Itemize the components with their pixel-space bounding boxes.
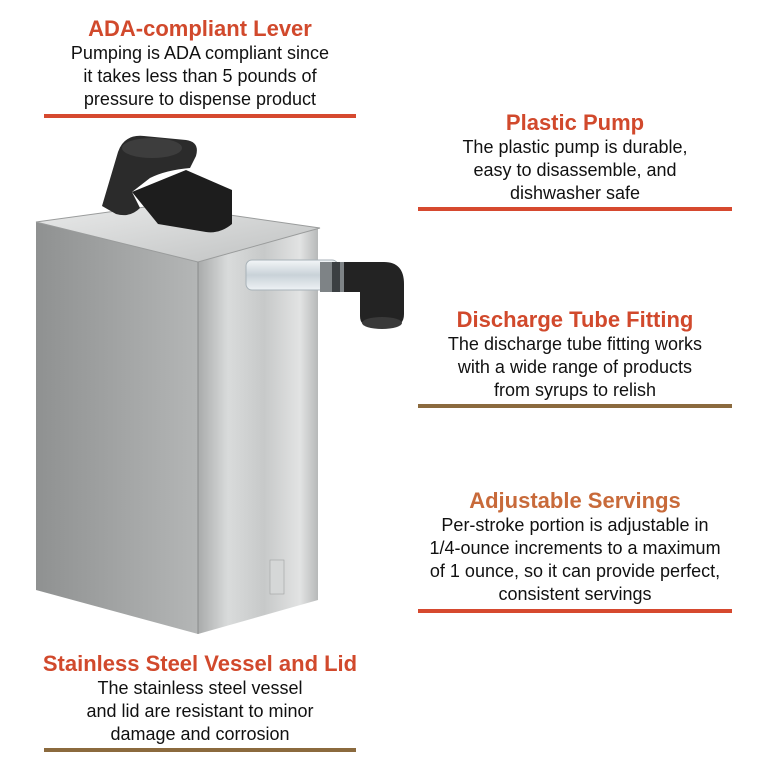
stainless-vessel — [35, 204, 321, 634]
feature-vessel-title: Stainless Steel Vessel and Lid — [42, 651, 358, 676]
feature-servings-description: Per-stroke portion is adjustable in 1/4-… — [429, 515, 721, 604]
feature-servings-rule — [418, 609, 732, 613]
feature-lever-description: Pumping is ADA compliant since it takes … — [70, 43, 330, 109]
feature-lever-rule — [44, 114, 356, 118]
feature-pump-rule — [418, 207, 732, 211]
feature-discharge-description: The discharge tube fitting works with a … — [447, 334, 703, 400]
feature-lever-title: ADA-compliant Lever — [88, 16, 312, 41]
feature-vessel-description: The stainless steel vessel and lid are r… — [86, 678, 314, 744]
brand-plate — [269, 559, 285, 595]
feature-discharge-title: Discharge Tube Fitting — [456, 307, 694, 332]
feature-pump-description: The plastic pump is durable, easy to dis… — [462, 137, 688, 203]
feature-servings-title: Adjustable Servings — [469, 488, 681, 513]
feature-pump-title: Plastic Pump — [505, 110, 645, 135]
feature-vessel-rule — [44, 748, 356, 752]
discharge-tube — [245, 259, 404, 329]
feature-discharge-rule — [418, 404, 732, 408]
feature-discharge: Discharge Tube Fitting The discharge tub… — [410, 307, 740, 402]
feature-vessel: Stainless Steel Vessel and Lid The stain… — [20, 651, 380, 746]
lever-handle — [102, 135, 232, 233]
feature-servings: Adjustable Servings Per-stroke portion i… — [400, 488, 750, 606]
feature-pump: Plastic Pump The plastic pump is durable… — [410, 110, 740, 205]
feature-lever: ADA-compliant Lever Pumping is ADA compl… — [30, 16, 370, 111]
